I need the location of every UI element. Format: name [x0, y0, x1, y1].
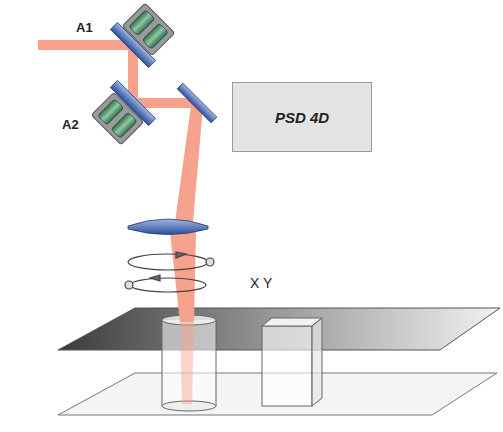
mirror-actuator [110, 0, 179, 68]
beam-splitter [177, 83, 217, 123]
axis-label: X Y [250, 275, 272, 291]
cylinder-sample [162, 315, 216, 411]
focusing-lens [128, 219, 208, 235]
mirror-actuator [87, 80, 156, 149]
actuator-label: A1 [76, 20, 93, 35]
rotation-arrows [125, 252, 214, 292]
actuator-label: A2 [62, 117, 79, 132]
cuvette-sample [262, 318, 322, 406]
detector-label: PSD 4D [275, 109, 329, 126]
detector-box: PSD 4D [232, 82, 372, 152]
